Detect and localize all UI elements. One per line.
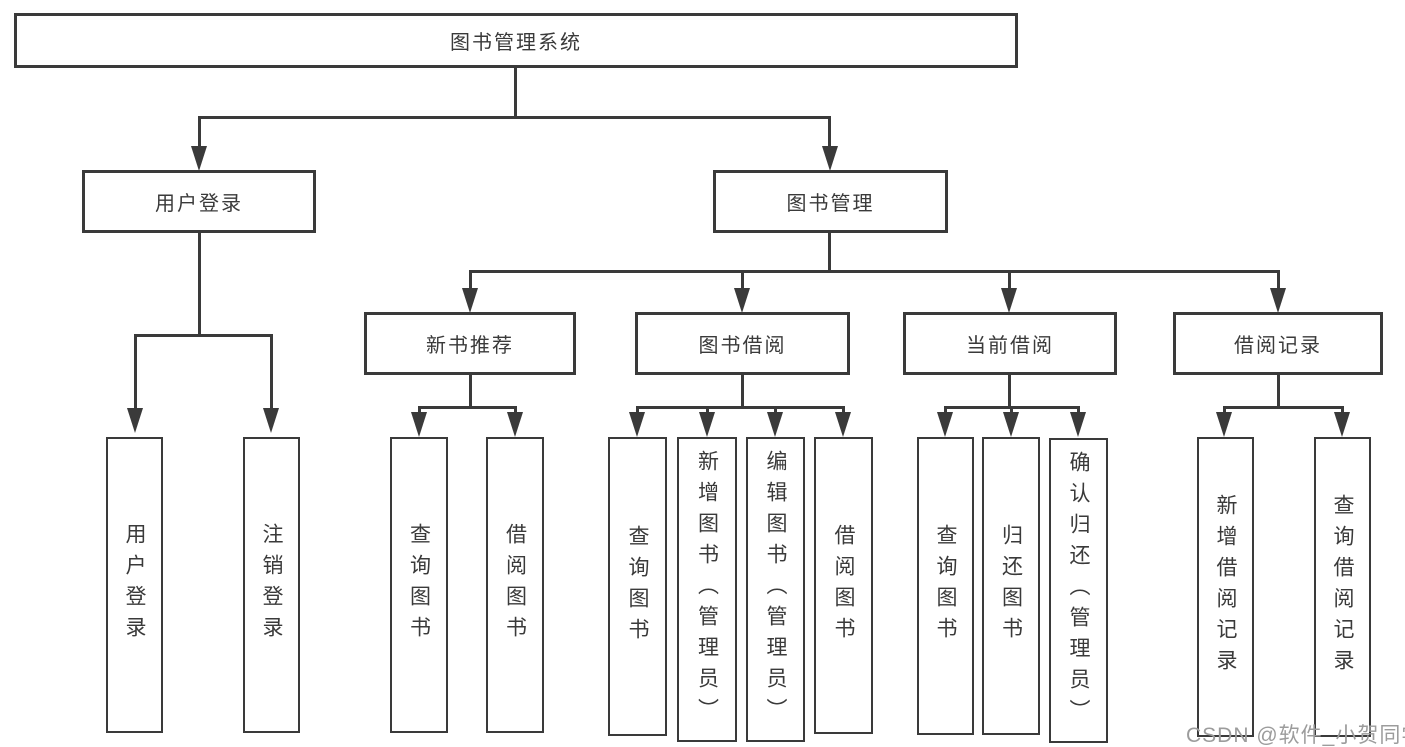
arrowhead [1334,412,1350,437]
leaf-label: 查询图书 [626,524,649,649]
connector-line [944,406,947,416]
connector-line [1008,373,1011,409]
leaf-label: 新增借阅记录 [1214,494,1237,680]
connector-line [134,334,137,410]
connector-line [418,406,421,416]
leaf-label: 查询图书 [934,524,957,648]
leaf-label: 归还图书 [999,524,1023,648]
connector-line [842,406,845,416]
arrowhead [127,408,143,433]
connector-line [1341,406,1344,416]
connector-line [1223,406,1344,409]
connector-line [469,373,472,409]
connector-line [514,66,517,118]
arrowhead [462,288,478,313]
connector-line [1277,270,1280,292]
leaf-logout: 注销登录 [243,437,300,733]
leaf-records-query-record: 查询借阅记录 [1314,437,1371,737]
leaf-label: 新增图书（管理员） [695,450,719,729]
connector-line [198,116,201,150]
connector-line [636,406,845,409]
arrowhead [822,146,838,171]
leaf-label: 用户登录 [123,523,146,647]
node-new-book-recommendation: 新书推荐 [364,312,576,375]
leaf-borrowing-edit-book-admin: 编辑图书（管理员） [746,437,805,742]
connector-line [198,116,831,119]
watermark-text: CSDN @软件_小贺同学 [1186,724,1405,747]
leaf-borrowing-borrow-book: 借阅图书 [814,437,873,734]
connector-line [469,270,1280,273]
arrowhead [629,412,645,437]
node-label: 图书管理 [786,193,875,215]
node-label: 图书借阅 [698,335,787,357]
arrowhead [411,412,427,437]
connector-line [198,231,201,337]
connector-line [1277,373,1280,409]
connector-line [636,406,639,416]
node-label: 借阅记录 [1234,335,1322,357]
leaf-borrowing-query-book: 查询图书 [608,437,667,736]
leaf-recommend-borrow-book: 借阅图书 [486,437,544,733]
connector-line [741,373,744,409]
connector-line [1010,406,1013,416]
leaf-label: 借阅图书 [832,523,855,648]
leaf-recommend-query-book: 查询图书 [390,437,448,733]
connector-line [706,406,709,416]
connector-line [741,270,744,292]
node-label: 用户登录 [155,193,243,215]
arrowhead [191,146,207,171]
arrowhead [1070,412,1086,437]
leaf-user-login: 用户登录 [106,437,163,733]
node-label: 当前借阅 [966,335,1054,357]
node-borrowing-records: 借阅记录 [1173,312,1383,375]
connector-line [469,270,472,292]
arrowhead [507,412,523,437]
connector-line [1223,406,1226,416]
connector-line [1008,270,1011,292]
leaf-label: 确认归还（管理员） [1067,451,1090,730]
connector-line [774,406,777,416]
arrowhead [1001,288,1017,313]
arrowhead [734,288,750,313]
connector-line [1077,406,1080,416]
node-label: 图书管理系统 [450,32,582,54]
arrowhead [937,412,953,437]
node-current-borrowing: 当前借阅 [903,312,1117,375]
leaf-label: 查询图书 [407,523,431,647]
node-library-management-system: 图书管理系统 [14,13,1018,68]
arrowhead [1270,288,1286,313]
leaf-label: 借阅图书 [503,523,527,647]
node-book-management: 图书管理 [713,170,948,233]
connector-line [828,231,831,273]
connector-line [134,334,273,337]
connector-line [828,116,831,150]
arrowhead [263,408,279,433]
node-label: 新书推荐 [426,335,514,357]
arrowhead [835,412,851,437]
arrowhead [699,412,715,437]
leaf-label: 查询借阅记录 [1331,494,1354,680]
arrowhead [1003,412,1019,437]
leaf-label: 注销登录 [260,523,283,647]
leaf-current-query-book: 查询图书 [917,437,974,735]
node-user-login: 用户登录 [82,170,316,233]
leaf-current-return-book: 归还图书 [982,437,1040,735]
node-book-borrowing: 图书借阅 [635,312,850,375]
connector-line [418,406,517,409]
arrowhead [1216,412,1232,437]
connector-line [514,406,517,416]
leaf-records-add-record: 新增借阅记录 [1197,437,1254,737]
connector-line [270,334,273,410]
leaf-label: 编辑图书（管理员） [764,450,787,729]
leaf-borrowing-add-book-admin: 新增图书（管理员） [677,437,737,742]
leaf-current-confirm-return-admin: 确认归还（管理员） [1049,438,1108,743]
arrowhead [767,412,783,437]
